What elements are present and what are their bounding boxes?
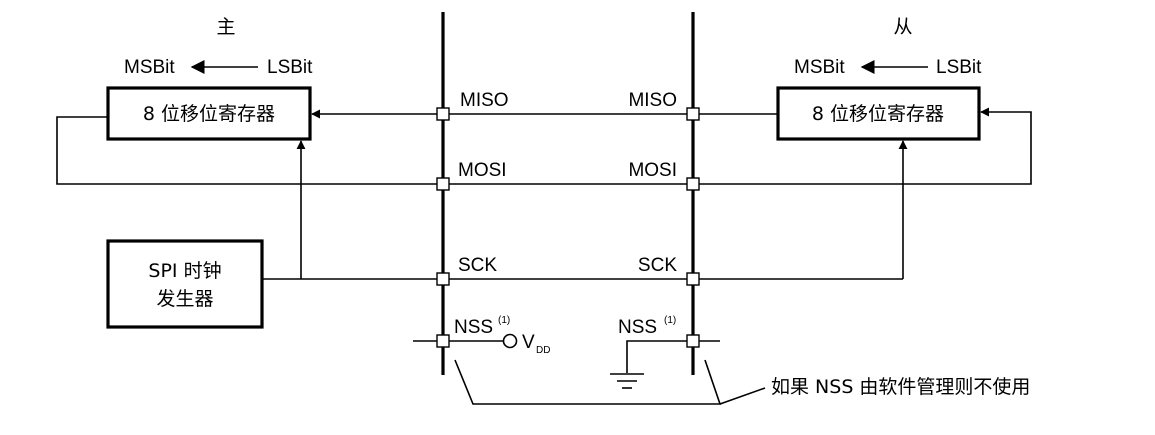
mosi-wire <box>56 107 1032 185</box>
slave-mosi-label: MOSI <box>628 160 677 181</box>
slave-lsbit-label: LSBit <box>936 57 982 78</box>
master-sck-pin <box>436 272 450 286</box>
clock-generator-label-line2: 发生器 <box>156 288 213 310</box>
slave-nss-label: NSS <box>618 317 657 338</box>
master-sck-label: SCK <box>458 255 497 276</box>
note-pointer <box>454 359 722 405</box>
slave-miso-label: MISO <box>628 90 677 111</box>
master-mosi-pin <box>436 177 450 191</box>
master-msbit-label: MSBit <box>124 57 175 78</box>
clock-generator-label-line1: SPI 时钟 <box>148 260 221 282</box>
master-shift-register-label: 8 位移位寄存器 <box>143 103 275 125</box>
vdd-subscript: DD <box>536 345 550 356</box>
master-miso-label: MISO <box>460 90 509 111</box>
slave-mosi-pin <box>686 177 700 191</box>
ground-icon <box>610 373 644 389</box>
slave-sck-pin <box>686 272 700 286</box>
master-title: 主 <box>216 16 235 38</box>
vdd-label: V <box>522 332 535 353</box>
vdd-terminal <box>502 333 518 349</box>
master-nss-label: NSS <box>454 317 493 338</box>
slave-shift-register <box>776 86 981 141</box>
slave-nss-pin <box>686 334 700 348</box>
slave-msbit-label: MSBit <box>794 57 845 78</box>
master-nss-note: (1) <box>498 315 510 326</box>
master-lsbit-label: LSBit <box>267 57 313 78</box>
master-miso-pin <box>436 107 450 121</box>
nss-software-note: 如果 NSS 由软件管理则不使用 <box>771 376 1030 398</box>
master-shift-register <box>106 86 312 141</box>
slave-nss-note: (1) <box>664 315 676 326</box>
slave-sck-label: SCK <box>638 255 677 276</box>
slave-title: 从 <box>893 16 912 38</box>
master-nss-pin <box>436 334 450 348</box>
spi-clock-generator <box>106 239 264 329</box>
master-mosi-label: MOSI <box>458 160 507 181</box>
slave-nss-ground-wire <box>626 340 720 373</box>
slave-miso-pin <box>686 107 700 121</box>
note-leader <box>719 387 766 405</box>
slave-shift-register-label: 8 位移位寄存器 <box>812 103 944 125</box>
